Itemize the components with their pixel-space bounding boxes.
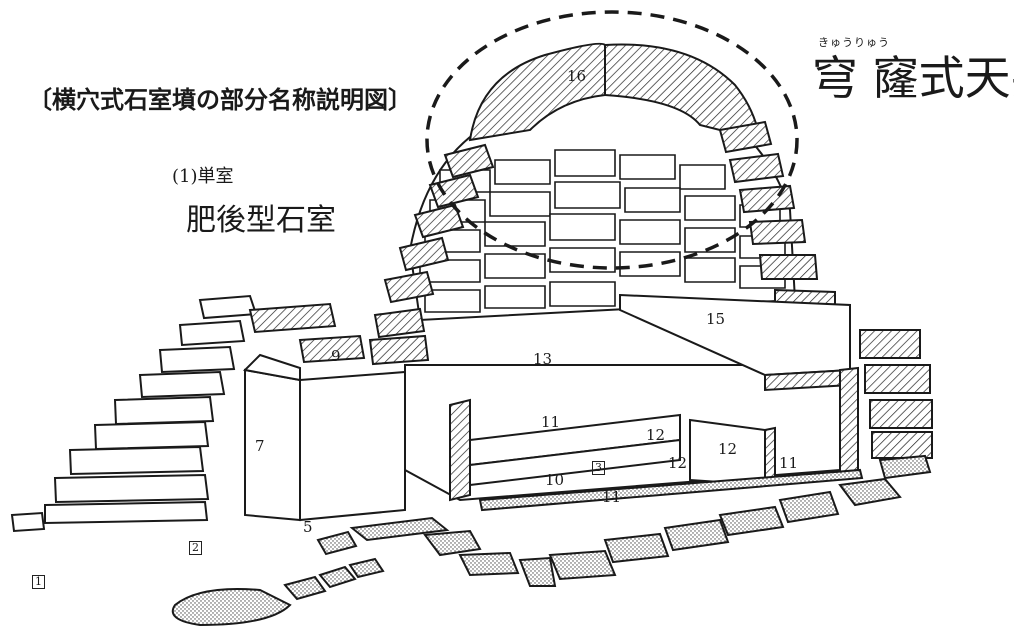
ceiling-ruby: きゅうりゅう <box>818 36 890 49</box>
left-stone-slope <box>10 294 258 533</box>
part-label-16: 16 <box>567 67 587 85</box>
part-label-12-a: 12 <box>646 426 666 444</box>
floor-stones <box>171 454 932 627</box>
subtitle: (1)単室 <box>172 166 234 187</box>
part-label-11-right: 11 <box>779 454 799 472</box>
diagram-title: 〔横穴式石室墳の部分名称説明図〕 <box>28 86 412 114</box>
right-side-stones <box>859 329 933 459</box>
part-label-11-back: 11 <box>541 413 561 431</box>
chamber-structure <box>404 293 859 502</box>
part-label-7: 7 <box>255 437 265 455</box>
ceiling-type-label: 穹 窿式天井 <box>812 51 1014 105</box>
part-label-12-c: 12 <box>668 454 688 472</box>
ceiling-highlight-ellipse <box>425 10 799 270</box>
wall-stones <box>419 149 786 313</box>
chamber-type-label: 肥後型石室 <box>186 203 336 238</box>
part-label-1: 1 <box>32 575 45 589</box>
part-label-15: 15 <box>706 310 726 328</box>
part-label-3: 3 <box>592 461 605 475</box>
part-label-5: 5 <box>303 518 313 536</box>
ceiling-capstones <box>468 42 762 142</box>
part-label-13: 13 <box>533 350 553 368</box>
part-label-2: 2 <box>189 541 202 555</box>
part-label-9: 9 <box>331 347 341 365</box>
entrance-pillars <box>242 353 406 522</box>
part-label-11-front: 11 <box>602 488 622 506</box>
part-label-10: 10 <box>545 471 565 489</box>
part-label-12-b: 12 <box>718 440 738 458</box>
dome-edge-stones <box>248 120 836 366</box>
